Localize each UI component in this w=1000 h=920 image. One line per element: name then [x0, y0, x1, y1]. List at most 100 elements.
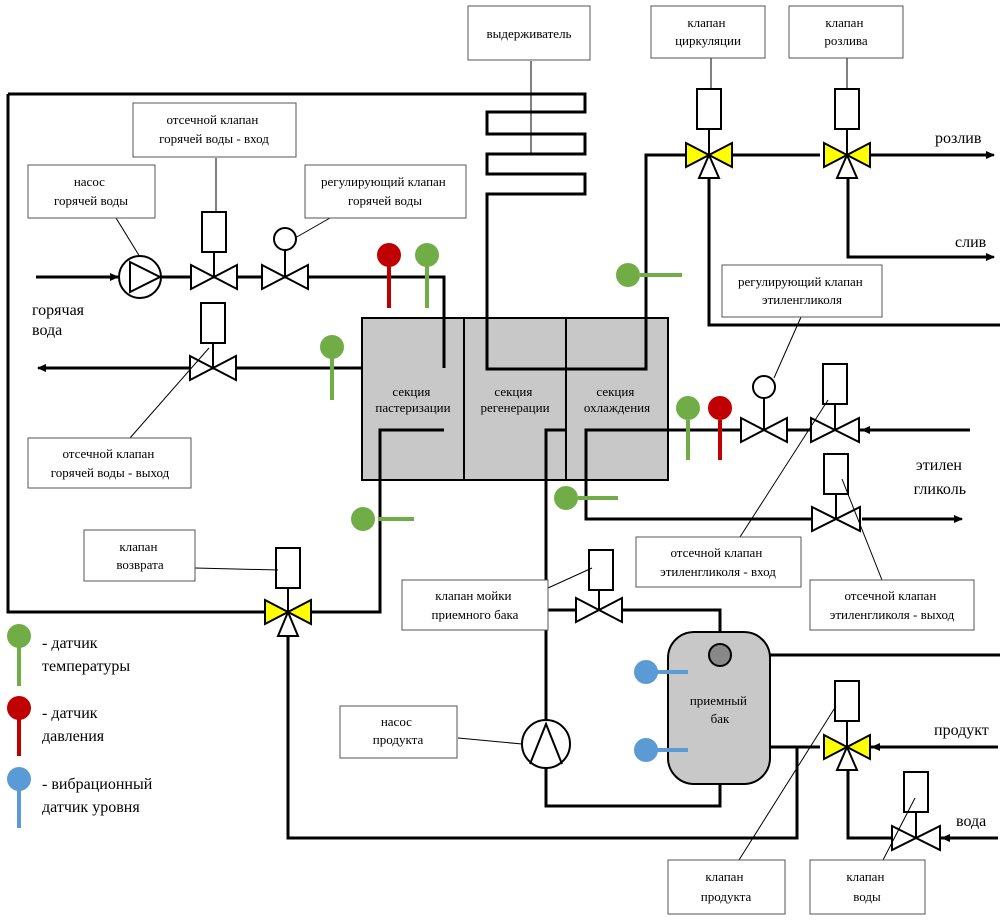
- hot-water-label-line2: вода: [32, 322, 62, 339]
- callout-glycol-outlet-valve-line2: этиленгликоля - выход: [830, 607, 955, 622]
- callout-filling-valve-line1: клапан: [825, 15, 863, 30]
- callout-return-valve-line1: клапан: [119, 539, 157, 554]
- legend-temperature-marker: [7, 624, 31, 686]
- sensors: [320, 243, 732, 762]
- hot-water-inlet-valve[interactable]: [190, 211, 238, 291]
- callout-product-valve-line1: клапан: [705, 869, 743, 884]
- glycol-control-valve[interactable]: [740, 375, 788, 444]
- callout-hot-water-pump-line1: насос: [74, 174, 105, 189]
- callout-filling-valve-line2: розлива: [824, 33, 868, 48]
- level-sensor: [634, 738, 688, 762]
- product-valve[interactable]: [823, 680, 871, 771]
- svg-text:горячая вода: горячая вода: [32, 302, 88, 339]
- hot-water-outlet-valve[interactable]: [189, 302, 237, 382]
- filling-valve[interactable]: [823, 88, 871, 179]
- svg-text:этилен гликоль: этилен гликоль: [914, 457, 966, 498]
- legend-pressure-marker: [7, 696, 31, 756]
- tank-label-line1: приемный: [690, 693, 747, 708]
- callout-hot-water-pump: насос горячей воды: [27, 164, 156, 219]
- glycol-label-line1: этилен: [916, 457, 963, 474]
- pressure-sensor: [708, 396, 732, 460]
- tank-wash-valve[interactable]: [575, 549, 623, 624]
- svg-text:отсечной клапан горячей: отсечной клапан горячей воды - вход: [159, 112, 269, 146]
- return-valve[interactable]: [264, 547, 312, 637]
- callout-filling-valve: клапан розлива: [788, 5, 904, 59]
- svg-text:клапан возврата: клапан возврата: [116, 539, 164, 572]
- svg-text:отсечной клапан горячей: отсечной клапан горячей воды - выход: [51, 446, 170, 480]
- section-pasteurization-line2: пастеризации: [375, 400, 450, 415]
- section-regeneration-line1: секция: [494, 384, 532, 399]
- section-pasteurization-line1: секция: [392, 384, 430, 399]
- product-pump-icon: [521, 719, 571, 769]
- glycol-inlet-valve[interactable]: [810, 363, 860, 444]
- callout-hot-water-control-valve: регулирующий клапан горячей воды: [304, 164, 467, 219]
- filling-label: розлив: [935, 130, 982, 147]
- glycol-label-line2: гликоль: [914, 481, 966, 498]
- callout-circulation-valve-line1: клапан: [687, 15, 725, 30]
- temperature-sensor: [320, 335, 344, 400]
- callout-hot-water-outlet-valve-line1: отсечной клапан: [62, 446, 154, 461]
- callout-glycol-outlet-valve-line1: отсечной клапан: [844, 588, 936, 603]
- svg-text:регулирующий клапан этил: регулирующий клапан этиленгликоля: [738, 274, 866, 307]
- callout-hot-water-control-valve-line1: регулирующий клапан: [321, 174, 446, 189]
- section-cooling-line1: секция: [596, 384, 634, 399]
- svg-text:клапан мойки приемного б: клапан мойки приемного бака: [432, 588, 519, 622]
- legend-level-marker: [7, 767, 31, 828]
- svg-text:клапан продукта: клапан продукта: [701, 869, 752, 904]
- drain-label: слив: [955, 234, 987, 251]
- flow-arrows: [36, 151, 998, 842]
- legend-pressure-line2: давления: [42, 728, 105, 745]
- svg-text:насос горячей воды: насос горячей воды: [54, 174, 128, 208]
- callout-holder-line1: выдерживатель: [487, 26, 572, 41]
- svg-text:клапан розлива: клапан розлива: [824, 15, 868, 48]
- receiving-tank: приемный бак: [667, 631, 771, 785]
- callout-glycol-control-valve: регулирующий клапан этиленгликоля: [721, 264, 883, 318]
- glycol-outlet-valve[interactable]: [811, 453, 861, 533]
- svg-text:отсечной клапан этиленгл: отсечной клапан этиленгликоля - выход: [830, 588, 955, 622]
- svg-text:- датчик давления: - датчик давления: [42, 705, 105, 745]
- callout-glycol-inlet-valve: отсечной клапан этиленгликоля - вход: [635, 536, 802, 588]
- water-valve[interactable]: [891, 771, 941, 852]
- callout-glycol-inlet-valve-line2: этиленгликоля - вход: [660, 564, 776, 579]
- svg-text:секция пастеризации: секция пастеризации: [375, 384, 450, 415]
- legend-pressure-line1: - датчик: [42, 705, 98, 722]
- temperature-sensor: [351, 507, 414, 531]
- legend: - датчик температуры - датчик давления -…: [7, 624, 156, 828]
- section-cooling-line2: охлаждения: [584, 400, 650, 415]
- svg-text:- вибрационный датчик ур: - вибрационный датчик уровня: [42, 776, 156, 816]
- product-label: продукт: [934, 722, 989, 739]
- circulation-valve[interactable]: [685, 88, 733, 179]
- callout-hot-water-inlet-valve: отсечной клапан горячей воды - вход: [132, 102, 297, 158]
- callout-product-valve-line2: продукта: [701, 889, 752, 904]
- callout-glycol-control-valve-line1: регулирующий клапан: [738, 274, 863, 289]
- svg-text:регулирующий клапан горя: регулирующий клапан горячей воды: [321, 174, 449, 208]
- svg-text:клапан воды: клапан воды: [846, 869, 887, 904]
- callout-product-pump: насос продукта: [339, 705, 458, 759]
- callout-tank-wash-valve: клапан мойки приемного бака: [401, 579, 549, 631]
- svg-text:выдерживатель: выдерживатель: [487, 26, 572, 41]
- pressure-sensor: [377, 243, 401, 308]
- callout-circulation-valve-line2: циркуляции: [675, 33, 741, 48]
- callout-hot-water-outlet-valve-line2: горячей воды - выход: [51, 465, 170, 480]
- callout-product-pump-line1: насос: [381, 714, 412, 729]
- svg-text:- датчик температуры: - датчик температуры: [42, 635, 130, 675]
- callout-tank-wash-valve-line1: клапан мойки: [435, 588, 511, 603]
- callout-product-pump-line2: продукта: [373, 732, 424, 747]
- callout-hot-water-inlet-valve-line1: отсечной клапан: [166, 112, 258, 127]
- callout-tank-wash-valve-line2: приемного бака: [432, 607, 519, 622]
- water-label: вода: [956, 813, 986, 830]
- legend-temperature-line2: температуры: [42, 658, 130, 675]
- callout-hot-water-inlet-valve-line2: горячей воды - вход: [159, 131, 269, 146]
- svg-text:секция охлаждения: секция охлаждения: [584, 384, 650, 415]
- temperature-sensor: [616, 263, 682, 287]
- temperature-sensor: [554, 486, 618, 510]
- callout-return-valve-line2: возврата: [116, 557, 164, 572]
- section-regeneration-line2: регенерации: [480, 400, 549, 415]
- callout-water-valve: клапан воды: [809, 859, 926, 915]
- heat-exchanger: секция пастеризации секция регенерации с…: [361, 317, 669, 481]
- hot-water-control-valve[interactable]: [261, 227, 309, 291]
- callout-hot-water-control-valve-line2: горячей воды: [348, 193, 422, 208]
- hot-water-pump-icon: [118, 255, 163, 299]
- callout-holder: выдерживатель: [467, 5, 591, 61]
